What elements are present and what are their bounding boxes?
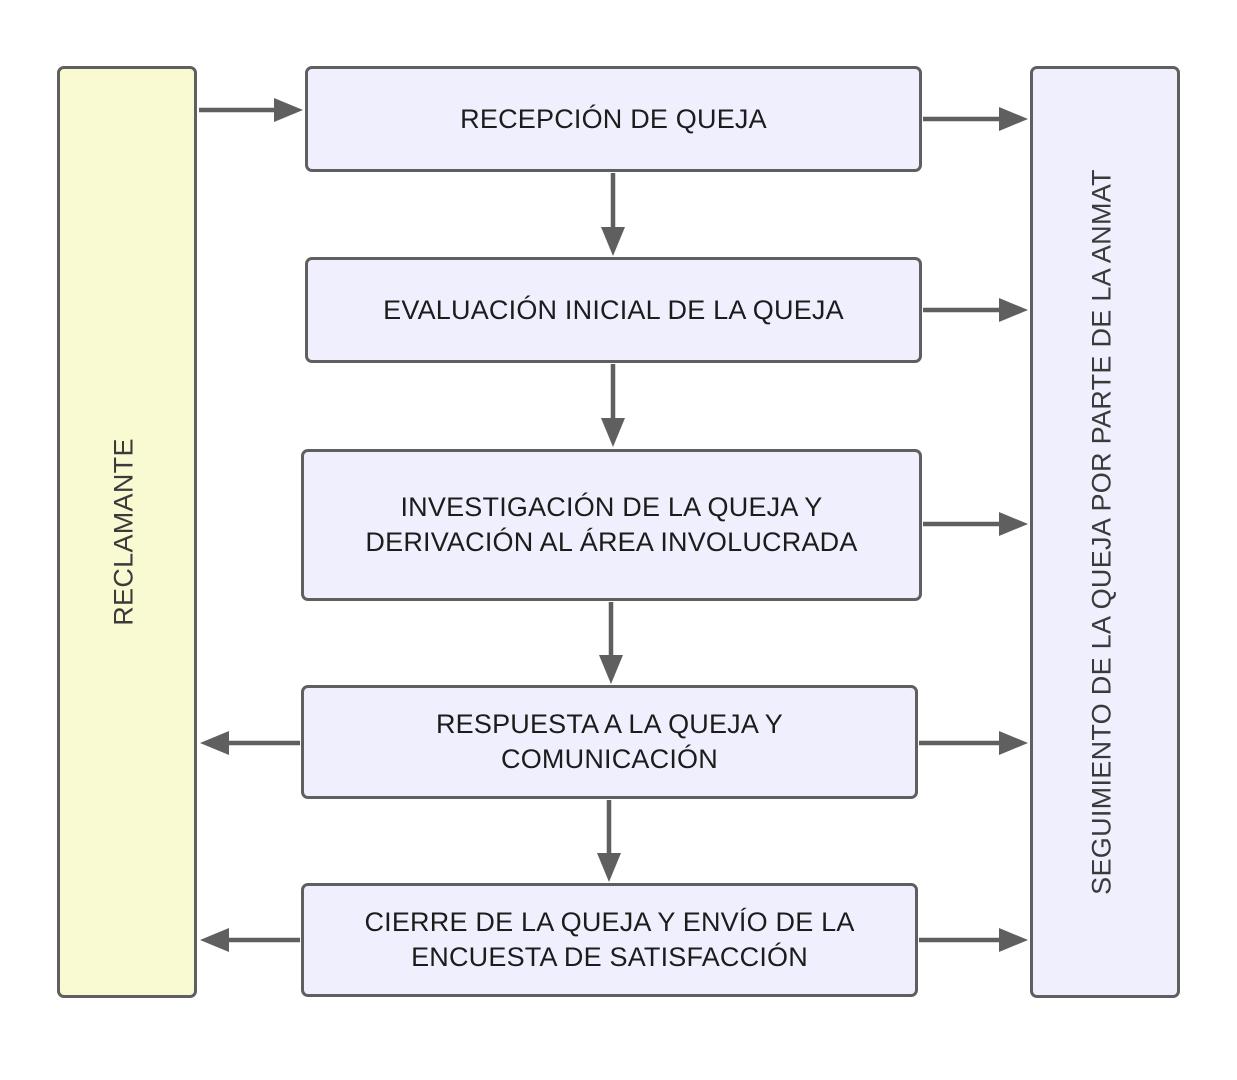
step-label-reception: RECEPCIÓN DE QUEJA xyxy=(460,103,767,134)
anmat-followup-lane xyxy=(1030,66,1180,998)
step-box-response: RESPUESTA A LA QUEJA Y COMUNICACIÓN xyxy=(301,685,918,799)
arrowhead xyxy=(601,227,625,256)
step-box-initial-evaluation: EVALUACIÓN INICIAL DE LA QUEJA xyxy=(305,257,922,363)
arrowhead xyxy=(999,928,1028,952)
step-box-closure: CIERRE DE LA QUEJA Y ENVÍO DE LA ENCUEST… xyxy=(301,883,918,997)
arrowhead xyxy=(999,298,1028,322)
arrowhead xyxy=(200,928,229,952)
step-label-investigation: INVESTIGACIÓN DE LA QUEJA Y DERIVACIÓN A… xyxy=(365,492,858,557)
arrowhead xyxy=(999,512,1028,536)
reclamante-lane xyxy=(57,66,197,998)
step-box-investigation: INVESTIGACIÓN DE LA QUEJA Y DERIVACIÓN A… xyxy=(301,449,922,601)
reclamante-label: RECLAMANTE xyxy=(108,438,139,626)
arrowhead xyxy=(597,853,621,882)
step-box-reception: RECEPCIÓN DE QUEJA xyxy=(305,66,922,172)
anmat-followup-label: SEGUIMIENTO DE LA QUEJA POR PARTE DE LA … xyxy=(1086,169,1117,895)
step-label-closure: CIERRE DE LA QUEJA Y ENVÍO DE LA ENCUEST… xyxy=(364,907,855,972)
arrowhead xyxy=(200,731,229,755)
arrowhead xyxy=(999,107,1028,131)
arrowhead xyxy=(999,731,1028,755)
arrowhead xyxy=(601,418,625,447)
step-label-response: RESPUESTA A LA QUEJA Y COMUNICACIÓN xyxy=(435,709,784,774)
step-label-initial-evaluation: EVALUACIÓN INICIAL DE LA QUEJA xyxy=(383,294,844,325)
arrowhead xyxy=(599,655,623,684)
arrowhead xyxy=(274,98,303,122)
